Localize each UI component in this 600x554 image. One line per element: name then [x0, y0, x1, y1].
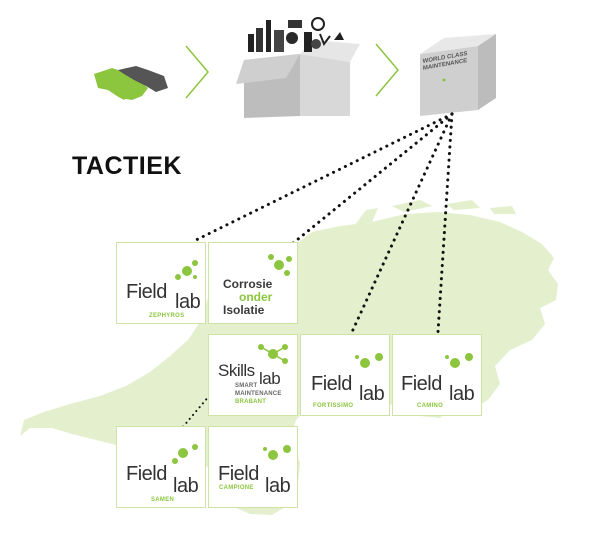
tile-subtitle: ZEPHYROS	[149, 313, 185, 319]
dotted-connectors-secondary	[181, 375, 227, 429]
molecule-icon	[445, 353, 473, 368]
tile-subtitle: FORTISSIMO	[313, 403, 354, 409]
tile-lab-text: lab	[173, 475, 199, 497]
tile-fieldlab-campione: Field lab CAMPIONE	[208, 426, 298, 508]
tile-subtitle: CAMPIONE	[219, 485, 254, 491]
tile-lab-text: lab	[175, 291, 201, 313]
tile-fieldlab-camino: Field lab CAMINO	[392, 334, 482, 416]
tile-fieldlab-fortissimo: Field lab FORTISSIMO	[300, 334, 390, 416]
tile-skills-text: Skills	[218, 361, 255, 380]
page-title: TACTIEK	[72, 152, 182, 180]
molecule-icon	[175, 260, 198, 280]
tile-corr-line3: Isolatie	[223, 303, 265, 317]
tile-skillslab: Skills lab SMART MAINTENANCE BRABANT	[208, 334, 298, 416]
molecule-icon	[172, 444, 198, 464]
tile-field-text: Field	[218, 463, 259, 485]
tile-field-text: Field	[401, 373, 442, 395]
tile-fieldlab-zephyros: Field lab ZEPHYROS	[116, 242, 206, 324]
tile-fieldlab-samen: Field lab SAMEN	[116, 426, 206, 508]
tile-skills-sub1: SMART	[235, 383, 258, 389]
molecule-icon	[355, 353, 383, 368]
tile-corrosie-onder-isolatie: Corrosie onder Isolatie	[208, 242, 298, 324]
tile-corr-line2: onder	[239, 290, 273, 304]
box-with-tools-icon	[236, 17, 360, 118]
arrow-right-icon	[375, 43, 399, 97]
tile-field-text: Field	[126, 281, 167, 303]
handshake-icon	[94, 66, 168, 100]
tile-subtitle: CAMINO	[417, 403, 444, 409]
arrow-right-icon	[185, 45, 209, 99]
tile-lab-text: lab	[259, 369, 281, 388]
world-class-maintenance-box-icon	[420, 34, 496, 116]
molecule-icon	[263, 445, 291, 460]
molecule-icon	[258, 344, 288, 364]
tile-lab-text: lab	[265, 475, 291, 497]
tile-field-text: Field	[311, 373, 352, 395]
tile-skills-sub3: BRABANT	[235, 399, 267, 405]
dotted-connectors	[190, 112, 454, 334]
tile-lab-text: lab	[449, 383, 475, 405]
tile-corr-line1: Corrosie	[223, 277, 273, 291]
molecule-icon	[268, 254, 292, 276]
tile-skills-sub2: MAINTENANCE	[235, 391, 282, 397]
tile-subtitle: SAMEN	[151, 497, 175, 503]
tile-lab-text: lab	[359, 383, 385, 405]
tile-field-text: Field	[126, 463, 167, 485]
